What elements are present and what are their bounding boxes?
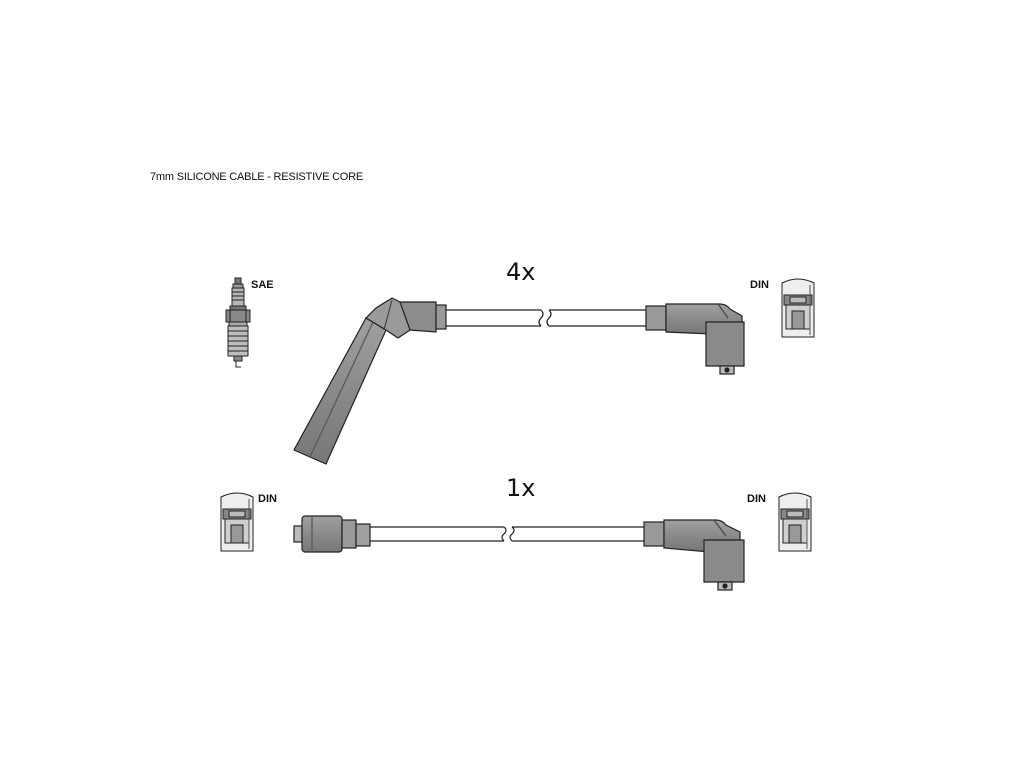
top-lead-quantity: 4x bbox=[506, 258, 536, 286]
angled-terminal-boot bbox=[645, 303, 745, 375]
top-ignition-lead bbox=[293, 297, 745, 465]
din-terminal-icon bbox=[778, 492, 812, 552]
straight-coil-boot bbox=[293, 515, 371, 553]
cable-spec-caption: 7mm SILICONE CABLE - RESISTIVE CORE bbox=[150, 171, 364, 183]
din-label-bottom-right: DIN bbox=[747, 493, 766, 505]
cable-segment bbox=[370, 526, 644, 542]
bottom-ignition-lead bbox=[293, 515, 745, 591]
din-label-bottom-left: DIN bbox=[258, 493, 277, 505]
din-label-top-right: DIN bbox=[750, 279, 769, 291]
din-terminal-icon bbox=[781, 278, 815, 338]
spark-plug-icon bbox=[225, 277, 251, 368]
straight-plug-boot bbox=[293, 297, 447, 465]
cable-segment bbox=[446, 309, 646, 327]
din-terminal-icon bbox=[220, 492, 254, 552]
bottom-lead-quantity: 1x bbox=[506, 474, 536, 502]
sae-label: SAE bbox=[251, 279, 274, 291]
angled-terminal-boot bbox=[643, 519, 745, 591]
